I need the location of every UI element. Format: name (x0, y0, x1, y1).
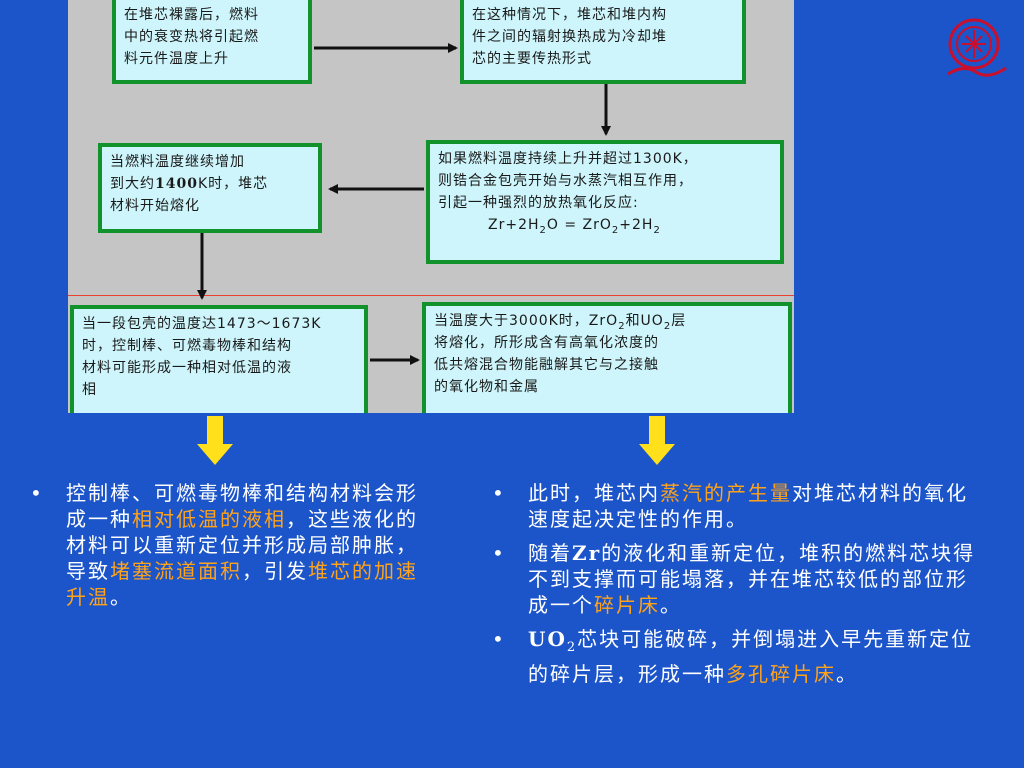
text-fragment: 随着 (528, 541, 572, 565)
text-fragment: 。 (836, 662, 858, 686)
bullet-item: 控制棒、可燃毒物棒和结构材料会形成一种相对低温的液相，这些液化的材料可以重新定位… (26, 480, 426, 610)
flow-box-line: 时，控制棒、可燃毒物棒和结构 (82, 338, 292, 354)
bullet-item: UO2芯块可能破碎，并倒塌进入早先重新定位的碎片层，形成一种多孔碎片床。 (488, 626, 986, 687)
text-sub: 2 (663, 320, 672, 332)
flow-box-zr-oxidation: 如果燃料温度持续上升并超过1300K， 则锆合金包壳开始与水蒸汽相互作用， 引起… (426, 140, 784, 264)
text-fragment: 芯块可能破碎，并倒塌进入早先重新定位的碎片层，形成一种 (528, 627, 974, 686)
text-fragment: 层 (671, 313, 687, 329)
text-sub: 2 (618, 320, 626, 332)
text-fragment: ，引发 (242, 559, 308, 583)
flow-box-line: 当燃料温度继续增加 (110, 154, 245, 170)
highlight-text: 相对低温的液相 (132, 507, 286, 531)
eq-part: +2H (619, 217, 654, 233)
text-fragment: 。 (660, 593, 682, 617)
flow-box-line: 芯的主要传热形式 (472, 51, 592, 67)
highlight-text: 蒸汽的产生量 (660, 481, 792, 505)
flow-box-line: 当一段包壳的温度达1473～1673K (82, 316, 322, 332)
eq-sub: 2 (611, 224, 620, 236)
right-bullet-column: 此时，堆芯内蒸汽的产生量对堆芯材料的氧化速度起决定性的作用。 随着Zr的液化和重… (488, 480, 986, 695)
flow-box-line: 当温度大于3000K时，ZrO2和UO2层 (434, 310, 780, 332)
flow-box-line: 相 (82, 382, 97, 398)
text-fragment: 对堆芯材料的氧化速度起决定性的作用。 (528, 481, 968, 531)
text-fragment: 到大约 (110, 176, 155, 192)
eq-part: Zr+2H (488, 217, 540, 233)
text-fragment: K时，堆芯 (197, 176, 269, 192)
flow-box-low-temp-liquid: 当一段包壳的温度达1473～1673K 时，控制棒、可燃毒物棒和结构 材料可能形… (70, 305, 368, 413)
bullet-item: 此时，堆芯内蒸汽的产生量对堆芯材料的氧化速度起决定性的作用。 (488, 480, 986, 532)
eq-sub: 2 (653, 224, 661, 236)
flow-box-radiative-heat: 在这种情况下，堆芯和堆内构 件之间的辐射换热成为冷却堆 芯的主要传热形式 (460, 0, 746, 84)
left-bullet-column: 控制棒、可燃毒物棒和结构材料会形成一种相对低温的液相，这些液化的材料可以重新定位… (26, 480, 426, 618)
flow-box-line: 在堆芯裸露后，燃料 (124, 7, 259, 23)
highlight-text: 碎片床 (594, 593, 660, 617)
flow-box-oxide-melting: 当温度大于3000K时，ZrO2和UO2层 将熔化，所形成含有高氧化浓度的 低共… (422, 302, 792, 413)
flow-box-core-uncovered: 在堆芯裸露后，燃料 中的衰变热将引起燃 料元件温度上升 (112, 0, 312, 84)
flow-arrows (197, 43, 611, 365)
text-fragment: 和UO (625, 313, 664, 329)
flow-box-melting-start: 当燃料温度继续增加 到大约1400K时，堆芯 材料开始熔化 (98, 143, 322, 233)
flow-box-line: 材料开始熔化 (110, 198, 200, 214)
text-fragment: 此时，堆芯内 (528, 481, 660, 505)
highlight-text: 堆芯的加速升温 (66, 559, 418, 609)
flow-box-line: 料元件温度上升 (124, 51, 229, 67)
text-fragment: 当温度大于3000K时，ZrO (434, 313, 619, 329)
highlight-text: 堵塞流道面积 (110, 559, 242, 583)
eq-sub: 2 (539, 224, 547, 236)
text-fragment: 。 (110, 585, 132, 609)
text-fragment: ，这些液化的材料可以重新定位并形成局部肿胀，导致 (66, 507, 418, 583)
flowchart-panel: 在堆芯裸露后，燃料 中的衰变热将引起燃 料元件温度上升 在这种情况下，堆芯和堆内… (68, 0, 794, 413)
university-seal-icon (947, 18, 1007, 77)
flow-box-line: 如果燃料温度持续上升并超过1300K， (438, 151, 698, 167)
divider-line (68, 295, 794, 296)
flow-box-line: 件之间的辐射换热成为冷却堆 (472, 29, 667, 45)
text-fragment: 控制棒、可燃毒物棒和结构材料会形成一种 (66, 481, 418, 531)
flow-box-line: 引起一种强烈的放热氧化反应: (438, 195, 639, 211)
flow-box-line: 中的衰变热将引起燃 (124, 29, 259, 45)
bullet-item: 随着Zr的液化和重新定位，堆积的燃料芯块得不到支撑而可能塌落，并在堆芯较低的部位… (488, 540, 986, 618)
text-fragment: 的液化和重新定位，堆积的燃料芯块得不到支撑而可能塌落，并在堆芯较低的部位形成一个 (528, 541, 976, 617)
flow-box-line: 的氧化物和金属 (434, 379, 539, 395)
temperature-value: 1400 (155, 176, 198, 192)
flow-box-line: 到大约1400K时，堆芯 (110, 173, 310, 195)
eq-part: O = ZrO (546, 217, 612, 233)
flow-box-line: 低共熔混合物能融解其它与之接触 (434, 357, 659, 373)
yellow-down-arrow-icon (639, 416, 675, 465)
flow-box-line: 材料可能形成一种相对低温的液 (82, 360, 292, 376)
compound-symbol: UO (528, 627, 567, 651)
flow-box-line: 将熔化，所形成含有高氧化浓度的 (434, 335, 659, 351)
element-symbol: Zr (572, 541, 602, 565)
flow-box-line: 则锆合金包壳开始与水蒸汽相互作用， (438, 173, 693, 189)
flow-box-line: 在这种情况下，堆芯和堆内构 (472, 7, 667, 23)
yellow-down-arrow-icon (197, 416, 233, 465)
reaction-equation: Zr+2H2O = ZrO2+2H2 (438, 214, 772, 236)
highlight-text: 多孔碎片床 (726, 662, 836, 686)
compound-sub: 2 (566, 640, 578, 655)
